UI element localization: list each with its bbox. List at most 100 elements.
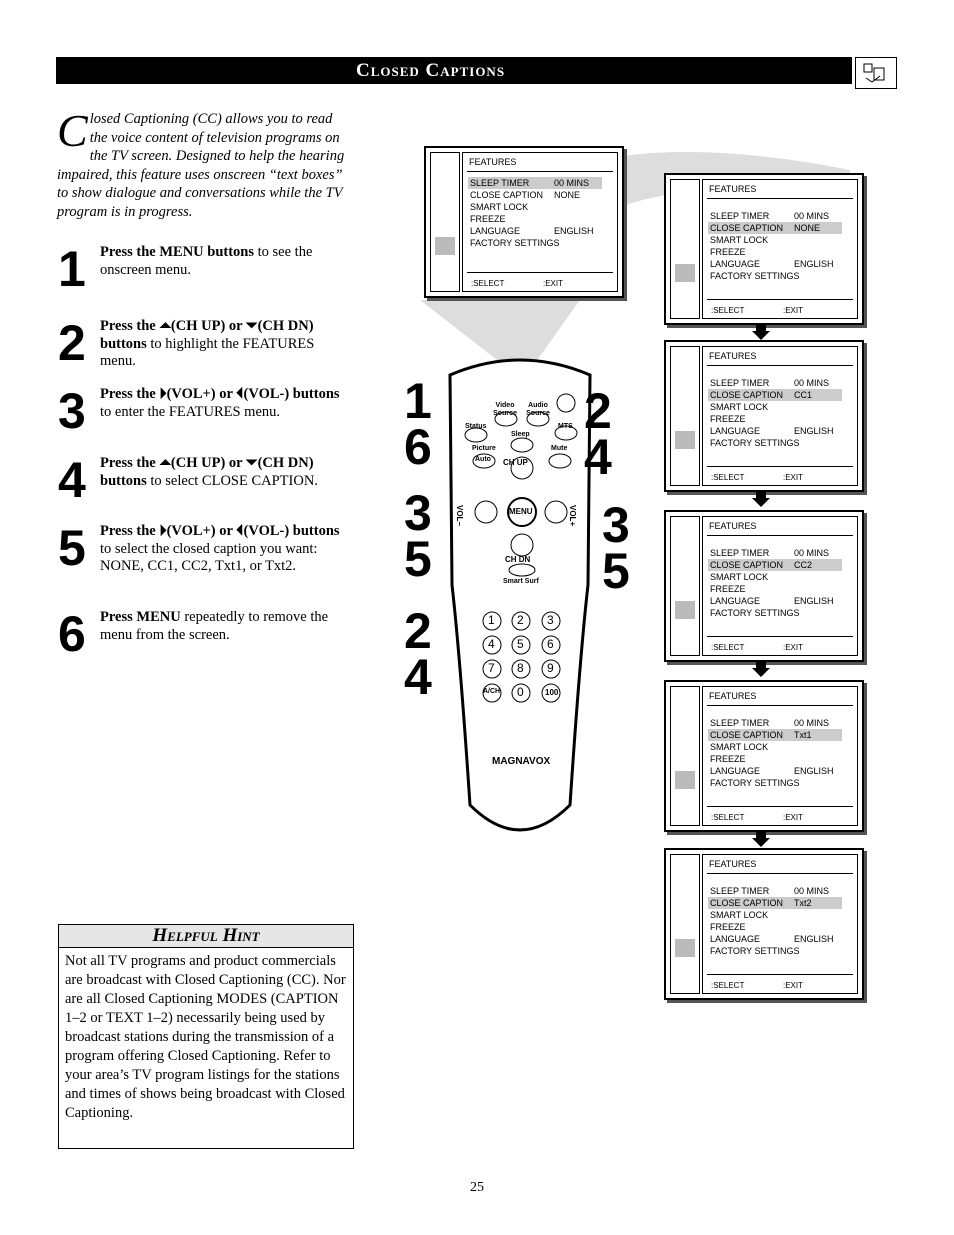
digit-2-button[interactable]: 2 xyxy=(517,613,524,627)
menu-item-smart-lock[interactable]: SMART LOCK xyxy=(710,910,769,920)
exit-hint: :EXIT xyxy=(783,306,804,315)
section-title: Closed Captions xyxy=(356,60,506,81)
menu-item-freeze[interactable]: FREEZE xyxy=(710,584,746,594)
menu-item-smart-lock[interactable]: SMART LOCK xyxy=(710,235,769,245)
select-hint: :SELECT xyxy=(471,279,505,288)
arrow-down-icon xyxy=(752,324,770,340)
smart-surf-button[interactable]: Smart Surf xyxy=(503,578,539,585)
menu-item-smart-lock[interactable]: SMART LOCK xyxy=(710,402,769,412)
step-text: Press the ⏵(VOL+) or ⏴(VOL-) buttons to … xyxy=(100,386,340,420)
features-icon xyxy=(675,431,695,449)
callout-5: 5 xyxy=(404,531,432,587)
step-text: Press the ⏶(CH UP) or ⏷(CH DN) buttons t… xyxy=(100,318,315,369)
menu-item-freeze[interactable]: FREEZE xyxy=(710,414,746,424)
video-source-button[interactable]: Video Source xyxy=(493,402,517,417)
callout-6: 6 xyxy=(404,419,432,475)
menu-item-freeze[interactable]: FREEZE xyxy=(710,922,746,932)
menu-item-freeze[interactable]: FREEZE xyxy=(470,214,506,224)
digit-8-button[interactable]: 8 xyxy=(517,661,524,675)
step-text: Press the MENU buttons to see the onscre… xyxy=(100,244,313,278)
select-hint: :SELECT xyxy=(711,306,745,315)
ach-button[interactable]: A/CH xyxy=(483,688,501,695)
features-icon xyxy=(675,264,695,282)
callout-3: 3 xyxy=(404,485,432,541)
vol-minus-button[interactable]: VOL– xyxy=(455,505,464,526)
ch-dn-button[interactable]: CH DN xyxy=(505,555,531,564)
features-icon xyxy=(435,237,455,255)
step-number: 3 xyxy=(58,383,86,439)
menu-item-factory-settings[interactable]: FACTORY SETTINGS xyxy=(710,946,800,956)
audio-source-button[interactable]: Audio Source xyxy=(526,402,550,417)
digit-0-button[interactable]: 0 xyxy=(517,685,524,699)
mts-button[interactable]: MTS xyxy=(558,423,573,430)
sleep-button[interactable]: Sleep xyxy=(511,431,530,438)
menu-item-factory-settings[interactable]: FACTORY SETTINGS xyxy=(710,271,800,281)
picture-icon xyxy=(435,185,455,203)
digit-7-button[interactable]: 7 xyxy=(488,661,495,675)
features-icon xyxy=(675,771,695,789)
menu-item-smart-lock[interactable]: SMART LOCK xyxy=(710,572,769,582)
menu-item-smart-lock[interactable]: SMART LOCK xyxy=(710,742,769,752)
menu-item-factory-settings[interactable]: FACTORY SETTINGS xyxy=(710,438,800,448)
callout-2: 2 xyxy=(584,383,612,439)
exit-hint: :EXIT xyxy=(783,981,804,990)
digit-1-button[interactable]: 1 xyxy=(488,613,495,627)
ch-up-button[interactable]: CH UP xyxy=(503,458,528,467)
digit-9-button[interactable]: 9 xyxy=(547,661,554,675)
auto-button[interactable]: Auto xyxy=(475,456,491,463)
menu-button[interactable]: MENU xyxy=(509,507,533,516)
select-hint: :SELECT xyxy=(711,473,745,482)
menu-item-factory-settings[interactable]: FACTORY SETTINGS xyxy=(710,608,800,618)
hint-text: Not all TV programs and product commerci… xyxy=(65,953,346,1121)
menu-title: FEATURES xyxy=(709,859,757,869)
menu-item-smart-lock[interactable]: SMART LOCK xyxy=(470,202,529,212)
hundred-button[interactable]: 100 xyxy=(545,688,559,697)
arrow-down-icon xyxy=(752,831,770,847)
menu-item-factory-settings[interactable]: FACTORY SETTINGS xyxy=(470,238,560,248)
step-number: 2 xyxy=(58,315,86,371)
arrow-down-icon xyxy=(752,491,770,507)
menu-title: FEATURES xyxy=(709,691,757,701)
vol-plus-button[interactable]: VOL+ xyxy=(568,505,577,527)
digit-4-button[interactable]: 4 xyxy=(488,637,495,651)
picture-button[interactable]: Picture xyxy=(472,445,496,452)
exit-hint: :EXIT xyxy=(783,643,804,652)
digit-6-button[interactable]: 6 xyxy=(547,637,554,651)
menu-item-freeze[interactable]: FREEZE xyxy=(710,754,746,764)
hint-title: Helpful Hint xyxy=(59,925,353,948)
menu-item-freeze[interactable]: FREEZE xyxy=(710,247,746,257)
step-text: Press MENU repeatedly to remove the menu… xyxy=(100,609,329,643)
digit-5-button[interactable]: 5 xyxy=(517,637,524,651)
mute-button[interactable]: Mute xyxy=(551,445,568,452)
menu-item-factory-settings[interactable]: FACTORY SETTINGS xyxy=(710,778,800,788)
digit-3-button[interactable]: 3 xyxy=(547,613,554,627)
remote-control xyxy=(448,358,592,832)
exit-hint: :EXIT xyxy=(783,813,804,822)
status-button[interactable]: Status xyxy=(465,423,487,430)
menu-title: FEATURES xyxy=(709,351,757,361)
step-number: 4 xyxy=(58,452,86,508)
